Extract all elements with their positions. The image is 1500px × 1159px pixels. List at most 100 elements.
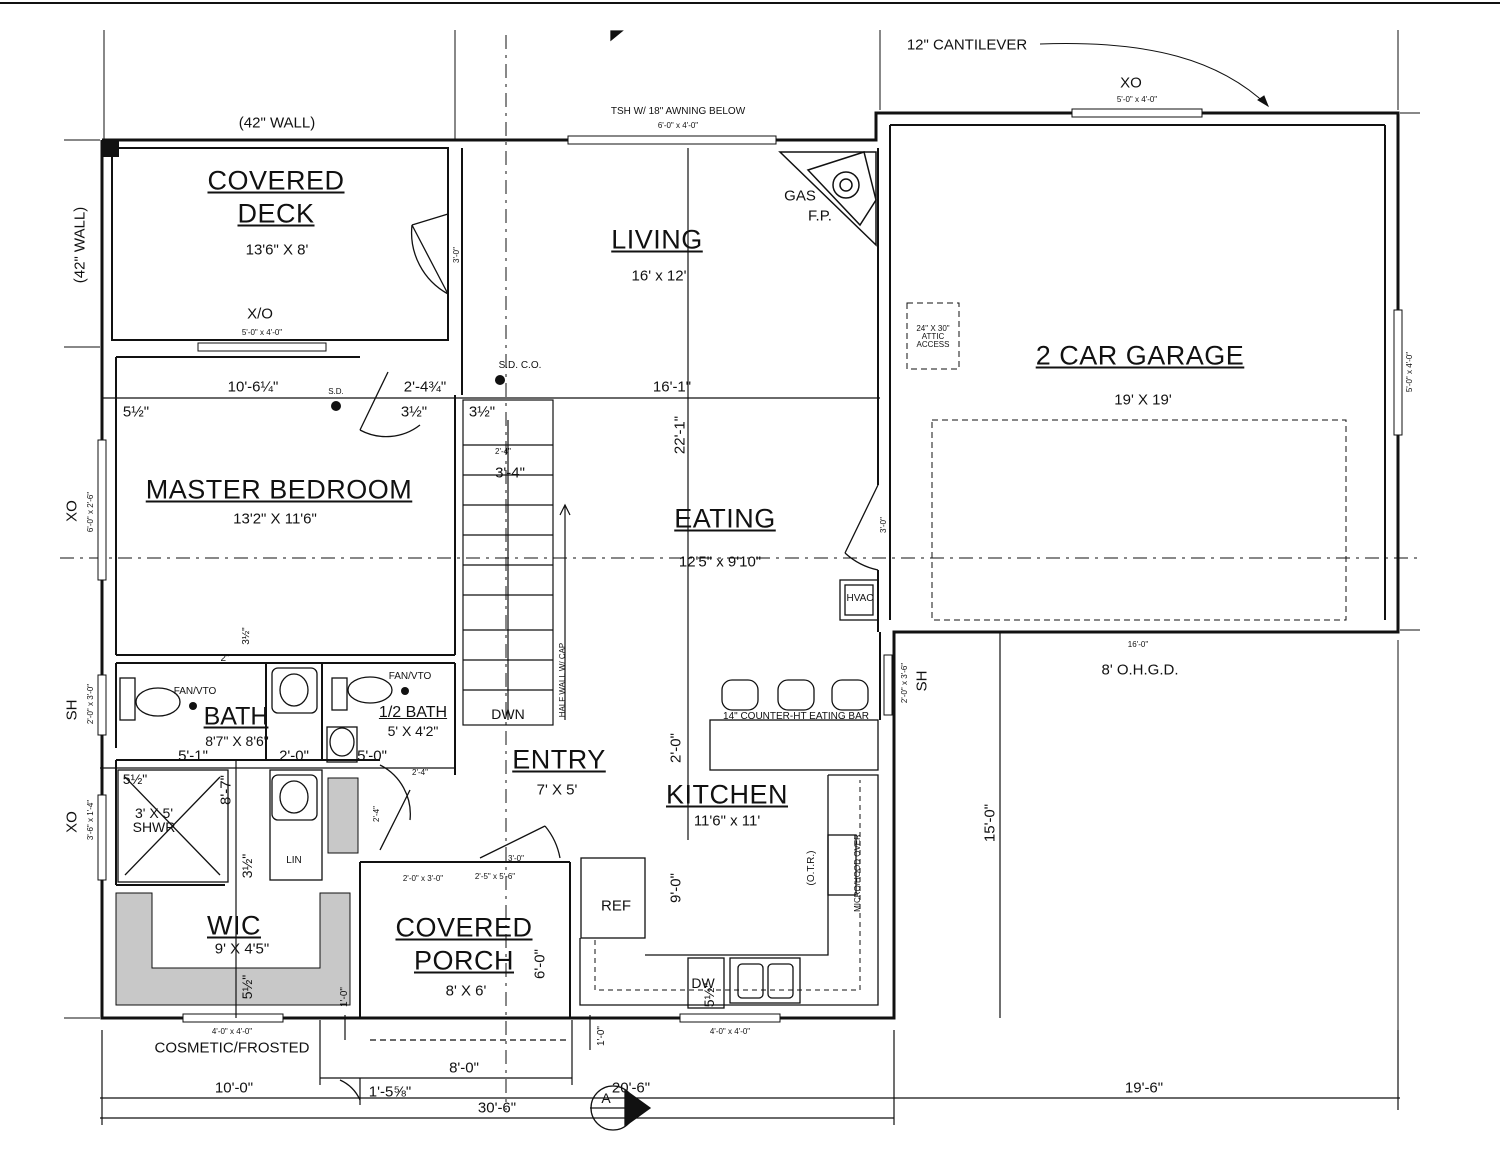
covered-deck-label-1: COVERED (207, 165, 345, 196)
fp-label: F.P. (808, 207, 832, 225)
garage-label: 2 CAR GARAGE (1035, 340, 1245, 371)
dim-9-0: 9'-0" (667, 873, 685, 903)
dim-15-0: 15'-0" (981, 803, 999, 843)
entry-size: 7' X 5' (536, 781, 578, 799)
eating-bar-label: 14" COUNTER-HT EATING BAR (723, 711, 869, 722)
bath-window-size: 2'-0" x 3'-0" (86, 683, 95, 725)
dim-5-0: 5'-0" (357, 747, 387, 765)
deck-window-size: 5'-0" x 4'-0" (241, 328, 283, 337)
garage-size: 19' X 19' (1114, 391, 1172, 409)
dim-1-0b: 1'-0" (596, 1026, 607, 1046)
shower-window-size: 3'-6" x 1'-4" (86, 799, 95, 841)
garage-top-window-size: 5'-0" x 4'-0" (1116, 95, 1158, 104)
covered-deck-label-2: DECK (237, 198, 315, 229)
dim-2-4d: 2'-4" (372, 806, 381, 822)
dim-3half-a: 3½" (400, 403, 428, 421)
kitchen-window-size: 2'-0" x 3'-6" (900, 662, 909, 704)
living-label: LIVING (611, 224, 703, 255)
dim-3-0-deck: 3'-0" (452, 247, 461, 263)
wic-size: 9' X 4'5" (214, 940, 270, 958)
dim-1-0a: 1'-0" (339, 987, 350, 1007)
half-bath-label: 1/2 BATH (378, 704, 448, 721)
eating-size: 12'5" x 9'10" (678, 553, 762, 571)
porch-door-1-size: 2'-0" x 3'-0" (402, 874, 444, 883)
dim-3-0-garage: 3'-0" (879, 517, 888, 533)
attic-access-label: 24" X 30" ATTIC ACCESS (916, 324, 950, 349)
cantilever-note: 12" CANTILEVER (906, 36, 1028, 54)
wall-42-top: (42" WALL) (238, 114, 316, 132)
shower-label: 3' X 5' SHWR (132, 805, 176, 835)
dim-1-5: 1'-5⅝" (368, 1083, 412, 1101)
master-bedroom-size: 13'2" X 11'6" (233, 510, 317, 528)
dim-2-4c: 2'-4" (412, 768, 428, 777)
dim-6-0: 6'-0" (531, 949, 549, 979)
dim-5-1: 5'-1" (178, 747, 208, 765)
dim-2-4: 2'-4¾" (403, 378, 447, 396)
covered-porch-size: 8' X 6' (445, 982, 487, 1000)
cosmetic-window-note: COSMETIC/FROSTED (154, 1039, 310, 1057)
half-bath-size: 5' X 4'2" (387, 723, 439, 739)
master-window-size: 6'-0" x 2'-6" (86, 491, 95, 533)
wall-42-left: (42" WALL) (71, 206, 89, 284)
dim-30-6: 30'-6" (477, 1099, 517, 1117)
dim-22-1: 22'-1" (671, 415, 689, 455)
half-bath-fan-label: FAN/VTO (388, 671, 432, 682)
dim-5half-c: 5½" (239, 974, 255, 1000)
linen-label: LIN (286, 855, 302, 866)
hvac-label: HVAC (846, 593, 874, 604)
dim-16-1: 16'-1" (652, 378, 692, 396)
dim-20-6: 20'-6" (611, 1079, 651, 1097)
garage-right-window-size: 5'-0" x 4'-0" (1405, 351, 1414, 393)
deck-window-type: X/O (247, 305, 273, 323)
stair-down-label: DWN (491, 706, 525, 722)
dim-3-4: 3'-4" (495, 464, 525, 482)
smoke-detector-label: S.D. (328, 387, 344, 396)
kitchen-window-type: SH (913, 670, 931, 692)
wic-window-size: 4'-0" x 4'-0" (211, 1027, 253, 1036)
dim-2-0k: 2'-0" (667, 733, 685, 763)
kitchen-label: KITCHEN (665, 779, 789, 810)
bath-fan-label: FAN/VTO (173, 686, 217, 697)
bath-window-type: SH (63, 699, 81, 721)
kitchen-window-bottom-size: 4'-0" x 4'-0" (709, 1027, 751, 1036)
dim-3half-c: 3½" (241, 627, 252, 645)
dim-8-7: 8'-7" (217, 775, 235, 805)
dim-2-4b: 2'-4" (495, 447, 511, 456)
porch-door-2-size: 2'-5" x 5'-6" (474, 872, 516, 881)
half-wall-label: HALF WALL W/ CAP (558, 642, 567, 718)
covered-porch-label-2: PORCH (413, 945, 515, 976)
garage-door-width: 16'-0" (1127, 640, 1149, 649)
garage-top-window-type: XO (1120, 74, 1142, 92)
refrigerator-label: REF (601, 897, 631, 915)
microwave-label: MICRO/HOOD OVER (853, 834, 862, 912)
dim-10-0: 10'-0" (214, 1079, 254, 1097)
porch-door-3-size: 3'-0" (508, 854, 524, 863)
covered-deck-size: 13'6" X 8' (245, 241, 309, 259)
shower-window-type: XO (63, 811, 81, 833)
dim-2-0b: 2'-0" (279, 747, 309, 765)
dim-19-6: 19'-6" (1124, 1079, 1164, 1097)
kitchen-size: 11'6" x 11' (693, 812, 761, 830)
master-bedroom-label: MASTER BEDROOM (145, 474, 413, 505)
dishwasher-label: DW (691, 975, 715, 991)
sdco-label: S.D. C.O. (498, 360, 542, 371)
dim-5half-d: 5½" (701, 982, 717, 1008)
dim-10-6: 10'-6¼" (227, 378, 279, 396)
bath-size: 8'7" X 8'6" (205, 733, 269, 749)
tsh-window-note: TSH W/ 18" AWNING BELOW (610, 106, 746, 117)
master-window-type: XO (63, 500, 81, 522)
dim-2: 2" (220, 653, 230, 664)
section-marker-label: A (601, 1090, 611, 1106)
dim-3half-b: 3½" (468, 403, 496, 421)
dim-3half-d: 3½" (239, 853, 255, 879)
garage-door-label: 8' O.H.G.D. (1101, 661, 1179, 679)
entry-label: ENTRY (512, 744, 606, 775)
gas-label: GAS (784, 187, 816, 205)
otr-label: (O.T.R.) (806, 850, 817, 886)
dim-8-0: 8'-0" (449, 1059, 479, 1077)
wic-label: WIC (207, 910, 261, 941)
dim-5half-a: 5½" (122, 403, 150, 421)
dim-5half-b: 5½" (122, 771, 148, 787)
living-size: 16' x 12' (631, 267, 687, 285)
